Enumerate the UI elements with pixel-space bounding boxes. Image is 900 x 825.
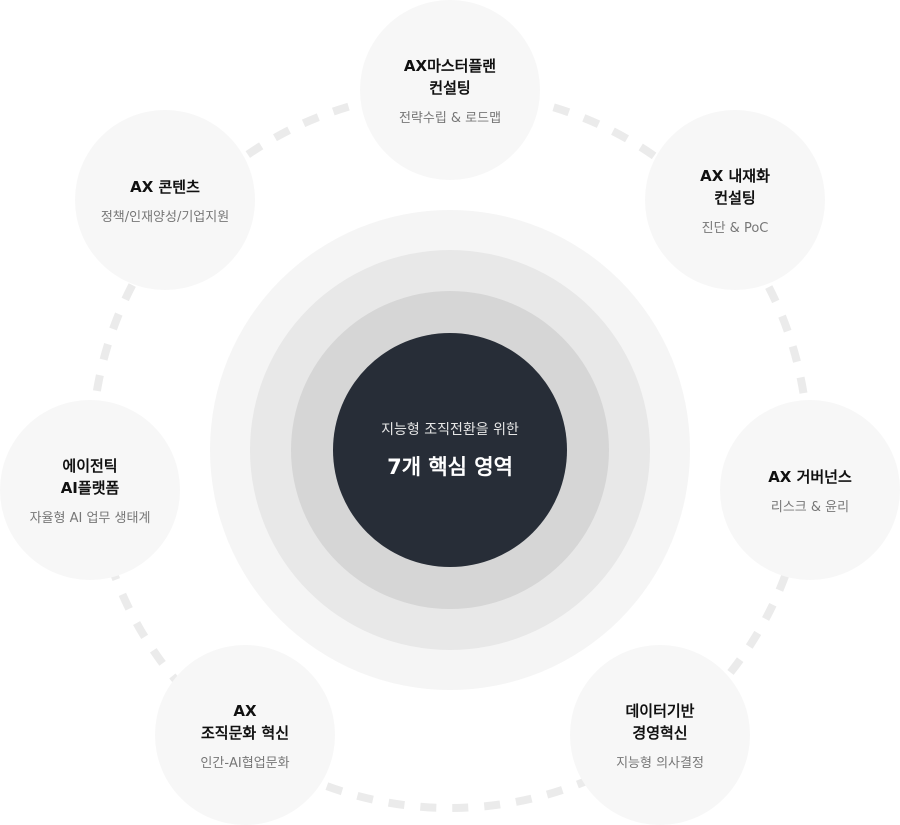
center-subtitle: 지능형 조직전환을 위한 (381, 422, 519, 438)
area-title: AX마스터플랜 컨설팅 (403, 56, 497, 97)
area-title: 에이전틱 AI플랫폼 (60, 456, 120, 497)
area-title: 데이터기반 경영혁신 (625, 701, 695, 742)
area-subtitle: 인간-AI협업문화 (200, 755, 290, 771)
area-title: AX 거버넌스 (768, 467, 852, 486)
area-title: AX 내재화 컨설팅 (700, 166, 770, 207)
area-subtitle: 전략수립 & 로드맵 (398, 110, 502, 126)
area-subtitle: 진단 & PoC (701, 220, 769, 236)
area-subtitle: 자율형 AI 업무 생태계 (29, 510, 151, 526)
center-core: 지능형 조직전환을 위한 7개 핵심 영역 (333, 333, 567, 567)
area-title: AX 콘텐츠 (130, 177, 200, 196)
area-subtitle: 정책/인재양성/기업지원 (100, 209, 230, 225)
area-subtitle: 지능형 의사결정 (616, 755, 704, 771)
center-title: 7개 핵심 영역 (387, 455, 513, 479)
area-subtitle: 리스크 & 윤리 (770, 499, 850, 515)
area-title: AX 조직문화 혁신 (200, 701, 290, 742)
